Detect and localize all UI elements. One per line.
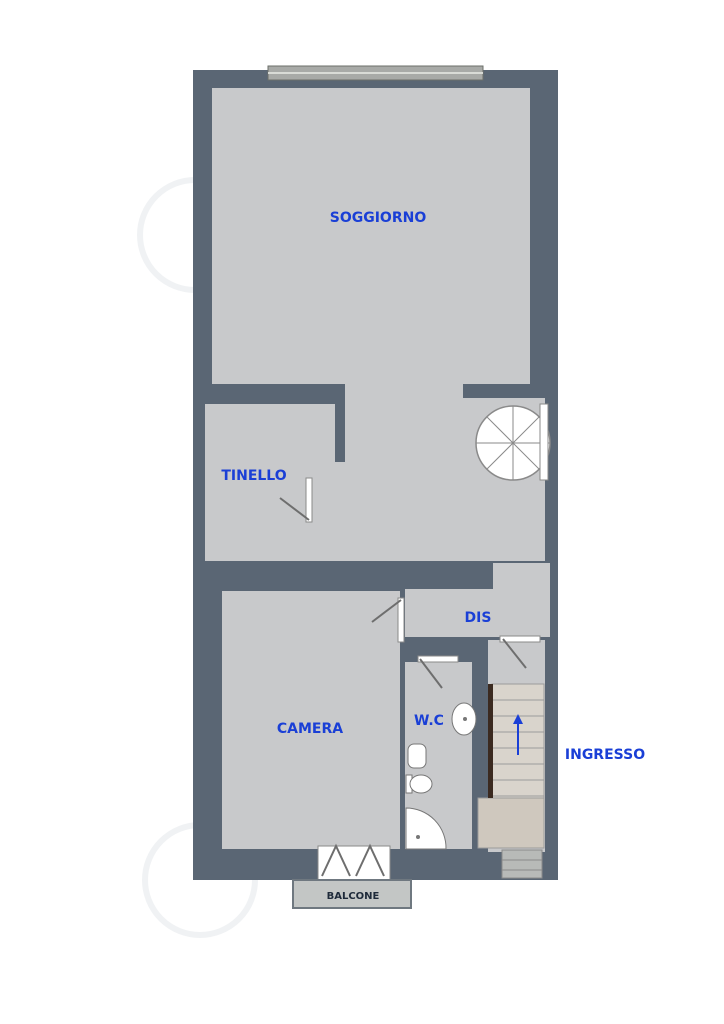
floor-tinello: [205, 404, 335, 561]
sink-icon: [451, 702, 477, 736]
straight-staircase-icon: [477, 683, 545, 849]
label-balcone: BALCONE: [327, 891, 380, 902]
label-soggiorno: SOGGIORNO: [330, 210, 427, 226]
floor-dis: [405, 589, 550, 637]
label-wc: W.C: [414, 713, 444, 729]
floor-central-link: [345, 384, 463, 400]
label-camera: CAMERA: [277, 721, 343, 737]
floor-dis-link: [493, 563, 550, 593]
shower-icon: [405, 807, 447, 850]
floor-soggiorno: [212, 88, 530, 384]
toilet-icon: [405, 774, 433, 794]
label-ingresso: INGRESSO: [565, 747, 645, 763]
label-tinello: TINELLO: [221, 468, 286, 484]
balcone-area: [292, 879, 412, 909]
up-arrow-icon: [513, 714, 523, 755]
window-icon: [267, 65, 484, 81]
label-dis: DIS: [465, 610, 492, 626]
bidet-icon: [407, 743, 427, 769]
floor-camera: [222, 591, 400, 849]
door-icon: [279, 477, 543, 879]
spiral-staircase-icon: [475, 403, 551, 481]
balcony-door-icon: [317, 843, 391, 881]
